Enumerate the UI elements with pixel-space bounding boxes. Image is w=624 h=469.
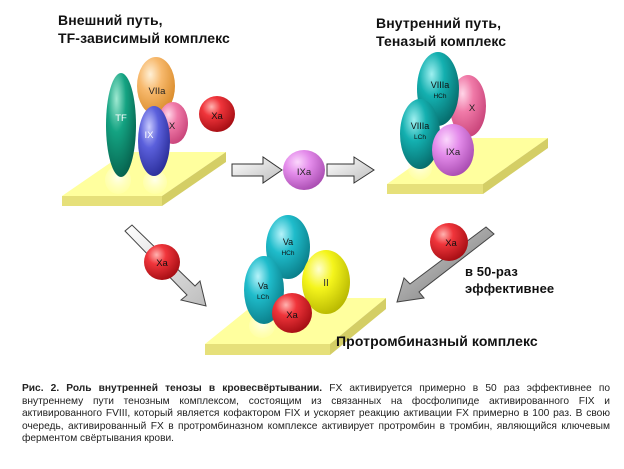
xa-free-intrinsic: Xa [430, 223, 468, 261]
ixa-label: IXa [297, 167, 312, 178]
ixa-tenase-ellipse [432, 124, 474, 176]
ii-label: II [323, 278, 329, 289]
caption-body: FX активируется примерно в 50 раз эффект… [22, 383, 610, 445]
xa-free-diagonal: Xa [144, 244, 180, 280]
va-hch-ellipse [266, 215, 310, 279]
tf-ellipse [106, 73, 136, 177]
prothrombinase-complex: Va HCh Va LCh II Xa [244, 215, 350, 338]
membrane-extrinsic [62, 152, 226, 206]
xa-prothrombinase-label: Xa [286, 310, 298, 321]
ii-ellipse [302, 250, 350, 314]
hch-label: HCh [433, 93, 446, 100]
x-tenase-label: X [469, 103, 476, 114]
fold-efficiency-label: в 50-раз эффективнее [465, 264, 555, 296]
ixa-tenase-label: IXa [446, 147, 461, 158]
coagulation-diagram: TF VIIa IX X Xa IXa VIIIa HCh VIIIa LCh … [62, 52, 548, 355]
viiia-hch-label: VIIIa [431, 80, 450, 90]
figure-caption: Рис. 2. Роль внутренней тенозы в кровесв… [22, 383, 610, 446]
x-tenase-sphere [450, 75, 486, 137]
viia-sphere [137, 57, 175, 115]
ix-label: IX [145, 130, 155, 141]
xa-label: Xa [445, 238, 457, 249]
title-extrinsic: Внешний путь, TF-зависимый комплекс [58, 12, 230, 46]
title-intrinsic: Внутренний путь, Теназый комплекс [376, 15, 507, 49]
lch-label: LCh [414, 134, 426, 141]
hch-label: HCh [281, 250, 294, 257]
lch-label: LCh [257, 294, 269, 301]
xa-label: Xa [156, 258, 168, 269]
caption-lead: Рис. 2. Роль внутренней тенозы в кровесв… [22, 383, 323, 394]
xa-label: Xa [211, 111, 223, 122]
title-prothrombinase: Протромбиназный комплекс [336, 333, 538, 349]
ixa-free: IXa [283, 150, 325, 190]
viiia-lch-label: VIIIa [411, 121, 430, 131]
x-label: X [169, 121, 176, 132]
va-lch-label: Va [258, 281, 268, 291]
arrow-extrinsic-to-ixa [231, 156, 283, 184]
arrow-intrinsic-to-prothrombinase [396, 226, 495, 303]
va-hch-label: Va [283, 237, 293, 247]
xa-prothrombinase-sphere [272, 293, 312, 333]
tf-label: TF [115, 113, 127, 124]
viiia-lch-ellipse [400, 99, 440, 169]
arrow-ixa-to-intrinsic [326, 156, 375, 184]
intrinsic-complex: VIIIa HCh VIIIa LCh X IXa [400, 52, 486, 180]
xa-free-extrinsic: Xa [199, 96, 235, 132]
extrinsic-complex: TF VIIa IX X [105, 57, 188, 194]
viia-label: VIIa [149, 86, 167, 97]
ix-ellipse [138, 106, 170, 176]
